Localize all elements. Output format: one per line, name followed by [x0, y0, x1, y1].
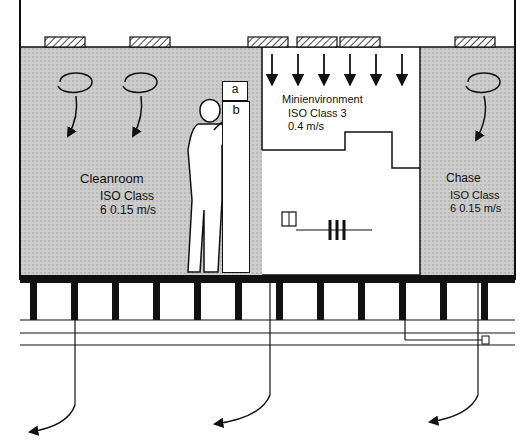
floor-pedestal — [153, 283, 160, 320]
flow-arrow — [271, 54, 273, 84]
floor-pedestal — [235, 283, 242, 320]
flow-arrow — [375, 54, 377, 84]
label-box: b — [222, 101, 250, 273]
chase-region-fill — [420, 47, 515, 275]
floor-pedestal — [358, 283, 365, 320]
label-box: a — [222, 81, 248, 101]
hepa-filter — [45, 37, 85, 47]
transfer-rail — [296, 229, 372, 230]
box-letter: b — [232, 102, 239, 118]
flow-arrow — [297, 54, 299, 84]
floor-pedestal — [317, 283, 324, 320]
cleanroom-region-fill — [20, 47, 262, 275]
floor-pedestal — [194, 283, 201, 320]
wall — [19, 0, 21, 280]
region-name: Chase — [446, 171, 506, 185]
flow-arrow — [349, 54, 351, 84]
region-spec: ISO Class 6 0.15 m/s — [100, 189, 162, 218]
hepa-filter — [297, 37, 337, 47]
laminar-flow-arrows — [272, 54, 402, 84]
minienvironment-region: MinienvironmentISO Class 3 0.4 m/s — [262, 47, 420, 150]
wafer-stack — [330, 220, 344, 240]
flow-arrow — [401, 54, 403, 84]
region-name: Cleanroom — [80, 171, 170, 187]
hepa-filter — [340, 37, 380, 47]
region-name: Minienvironment — [282, 93, 402, 106]
chase-region: ChaseISO Class 6 0.15 m/s — [420, 47, 515, 275]
wall — [514, 0, 516, 280]
flow-arrow — [323, 54, 325, 84]
box-letter: a — [232, 82, 239, 96]
region-spec: ISO Class 6 0.15 m/s — [450, 189, 508, 215]
pipe-fitting — [482, 336, 489, 344]
raised-floor — [20, 275, 515, 283]
minienvironment-fill — [262, 47, 420, 275]
process-tool — [262, 132, 420, 275]
return-air-arrows — [30, 395, 478, 432]
floor-pedestal — [112, 283, 119, 320]
turbulent-flow-arrows — [58, 73, 500, 140]
subfloor-lines — [20, 275, 515, 405]
floor-tiles — [30, 283, 488, 320]
region-spec: ISO Class 3 0.4 m/s — [288, 107, 350, 133]
floor-pedestal — [30, 283, 37, 320]
hepa-filter — [130, 37, 170, 47]
floor-pedestal — [276, 283, 283, 320]
hepa-filter — [455, 37, 495, 47]
load-port — [282, 212, 296, 226]
floor-pedestal — [440, 283, 447, 320]
ceiling-filters — [45, 37, 495, 47]
floor-pedestal — [481, 283, 488, 320]
hepa-filter — [248, 37, 288, 47]
cleanroom-region: CleanroomISO Class 6 0.15 m/s ab — [20, 47, 262, 275]
